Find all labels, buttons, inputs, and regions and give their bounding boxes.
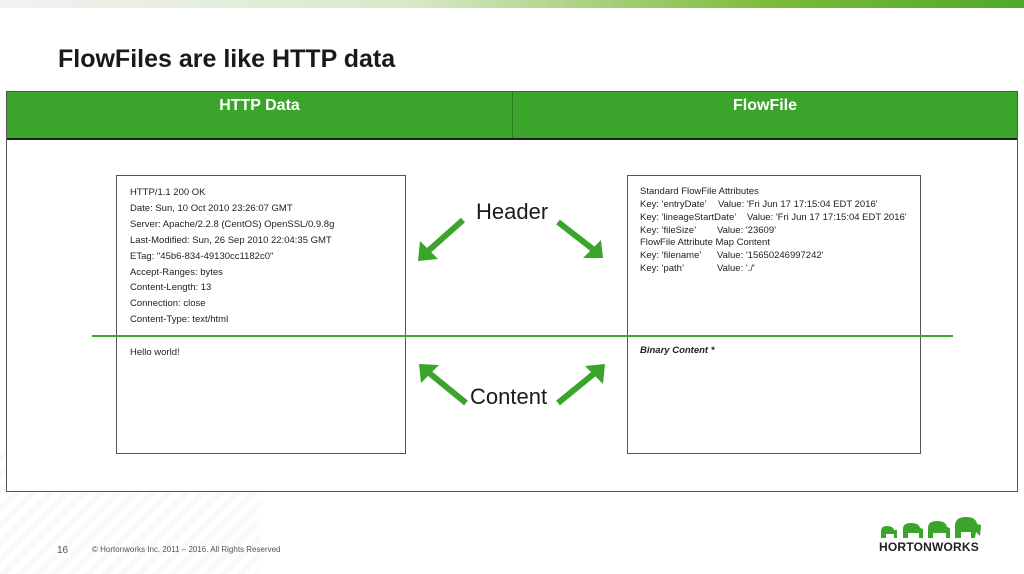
attribute-value: Value: 'Fri Jun 17 17:15:04 EDT 2016' bbox=[747, 212, 907, 223]
standard-attributes-title: Standard FlowFile Attributes bbox=[640, 186, 759, 197]
header-http-data: HTTP Data bbox=[7, 92, 513, 138]
http-content-text: Hello world! bbox=[130, 347, 180, 358]
header-flowfile: FlowFile bbox=[733, 97, 797, 114]
http-header-line: Connection: close bbox=[130, 298, 206, 309]
http-header-line: HTTP/1.1 200 OK bbox=[130, 187, 206, 198]
flowfile-box: Standard FlowFile Attributes Key: 'entry… bbox=[627, 175, 921, 454]
content-label: Content bbox=[470, 384, 548, 410]
arrow-content-left-icon bbox=[419, 364, 468, 406]
attribute-row: Key: 'path’ Value: './' bbox=[640, 263, 755, 274]
copyright-text: © Hortonworks Inc. 2011 – 2016. All Righ… bbox=[92, 545, 281, 554]
header-label: Header bbox=[476, 199, 549, 225]
attribute-row: Key: 'fileSize’ Value: '23609' bbox=[640, 225, 776, 236]
http-header-line: Last-Modified: Sun, 26 Sep 2010 22:04:35… bbox=[130, 235, 332, 246]
arrow-header-right-icon bbox=[556, 219, 603, 258]
attribute-value: Value: '23609' bbox=[717, 225, 776, 236]
header-content-divider bbox=[92, 335, 953, 337]
attribute-value: Value: './' bbox=[717, 263, 755, 274]
attribute-row: Key: 'entryDate’ Value: 'Fri Jun 17 17:15… bbox=[640, 199, 878, 210]
http-header-line: Server: Apache/2.2.8 (CentOS) OpenSSL/0.… bbox=[130, 219, 335, 230]
http-header-line: Date: Sun, 10 Oct 2010 23:26:07 GMT bbox=[130, 203, 293, 214]
attribute-map-title: FlowFile Attribute Map Content bbox=[640, 237, 770, 248]
attribute-row: Key: 'filename’ Value: '15650246997242' bbox=[640, 250, 823, 261]
table-header-row: HTTP Data FlowFile bbox=[7, 92, 1017, 140]
top-accent-bar bbox=[0, 0, 1024, 8]
attribute-row: Key: 'lineageStartDate’ Value: 'Fri Jun 1… bbox=[640, 212, 907, 223]
attribute-key: Key: 'filename’ bbox=[640, 250, 702, 261]
http-header-line: Content-Type: text/html bbox=[130, 314, 229, 325]
http-header-line: ETag: "45b6-834-49130cc1182c0" bbox=[130, 251, 274, 262]
arrow-content-right-icon bbox=[556, 364, 605, 406]
http-header-line: Accept-Ranges: bytes bbox=[130, 267, 223, 278]
logo-wordmark: HORTONWORKS bbox=[879, 540, 979, 554]
attribute-key: Key: 'lineageStartDate’ bbox=[640, 212, 737, 223]
binary-content-text: Binary Content * bbox=[640, 345, 715, 356]
elephants-logo-icon bbox=[881, 517, 981, 538]
attribute-value: Value: 'Fri Jun 17 17:15:04 EDT 2016' bbox=[718, 199, 878, 210]
attribute-value: Value: '15650246997242' bbox=[717, 250, 824, 261]
http-header-line: Content-Length: 13 bbox=[130, 282, 212, 293]
attribute-key: Key: 'entryDate’ bbox=[640, 199, 707, 210]
slide-title: FlowFiles are like HTTP data bbox=[58, 45, 396, 73]
hortonworks-logo: HORTONWORKS bbox=[873, 512, 985, 558]
attribute-key: Key: 'fileSize’ bbox=[640, 225, 697, 236]
arrow-header-left-icon bbox=[418, 217, 465, 261]
page-number: 16 bbox=[57, 545, 69, 556]
http-data-box: HTTP/1.1 200 OK Date: Sun, 10 Oct 2010 2… bbox=[116, 175, 406, 454]
attribute-key: Key: 'path’ bbox=[640, 263, 685, 274]
